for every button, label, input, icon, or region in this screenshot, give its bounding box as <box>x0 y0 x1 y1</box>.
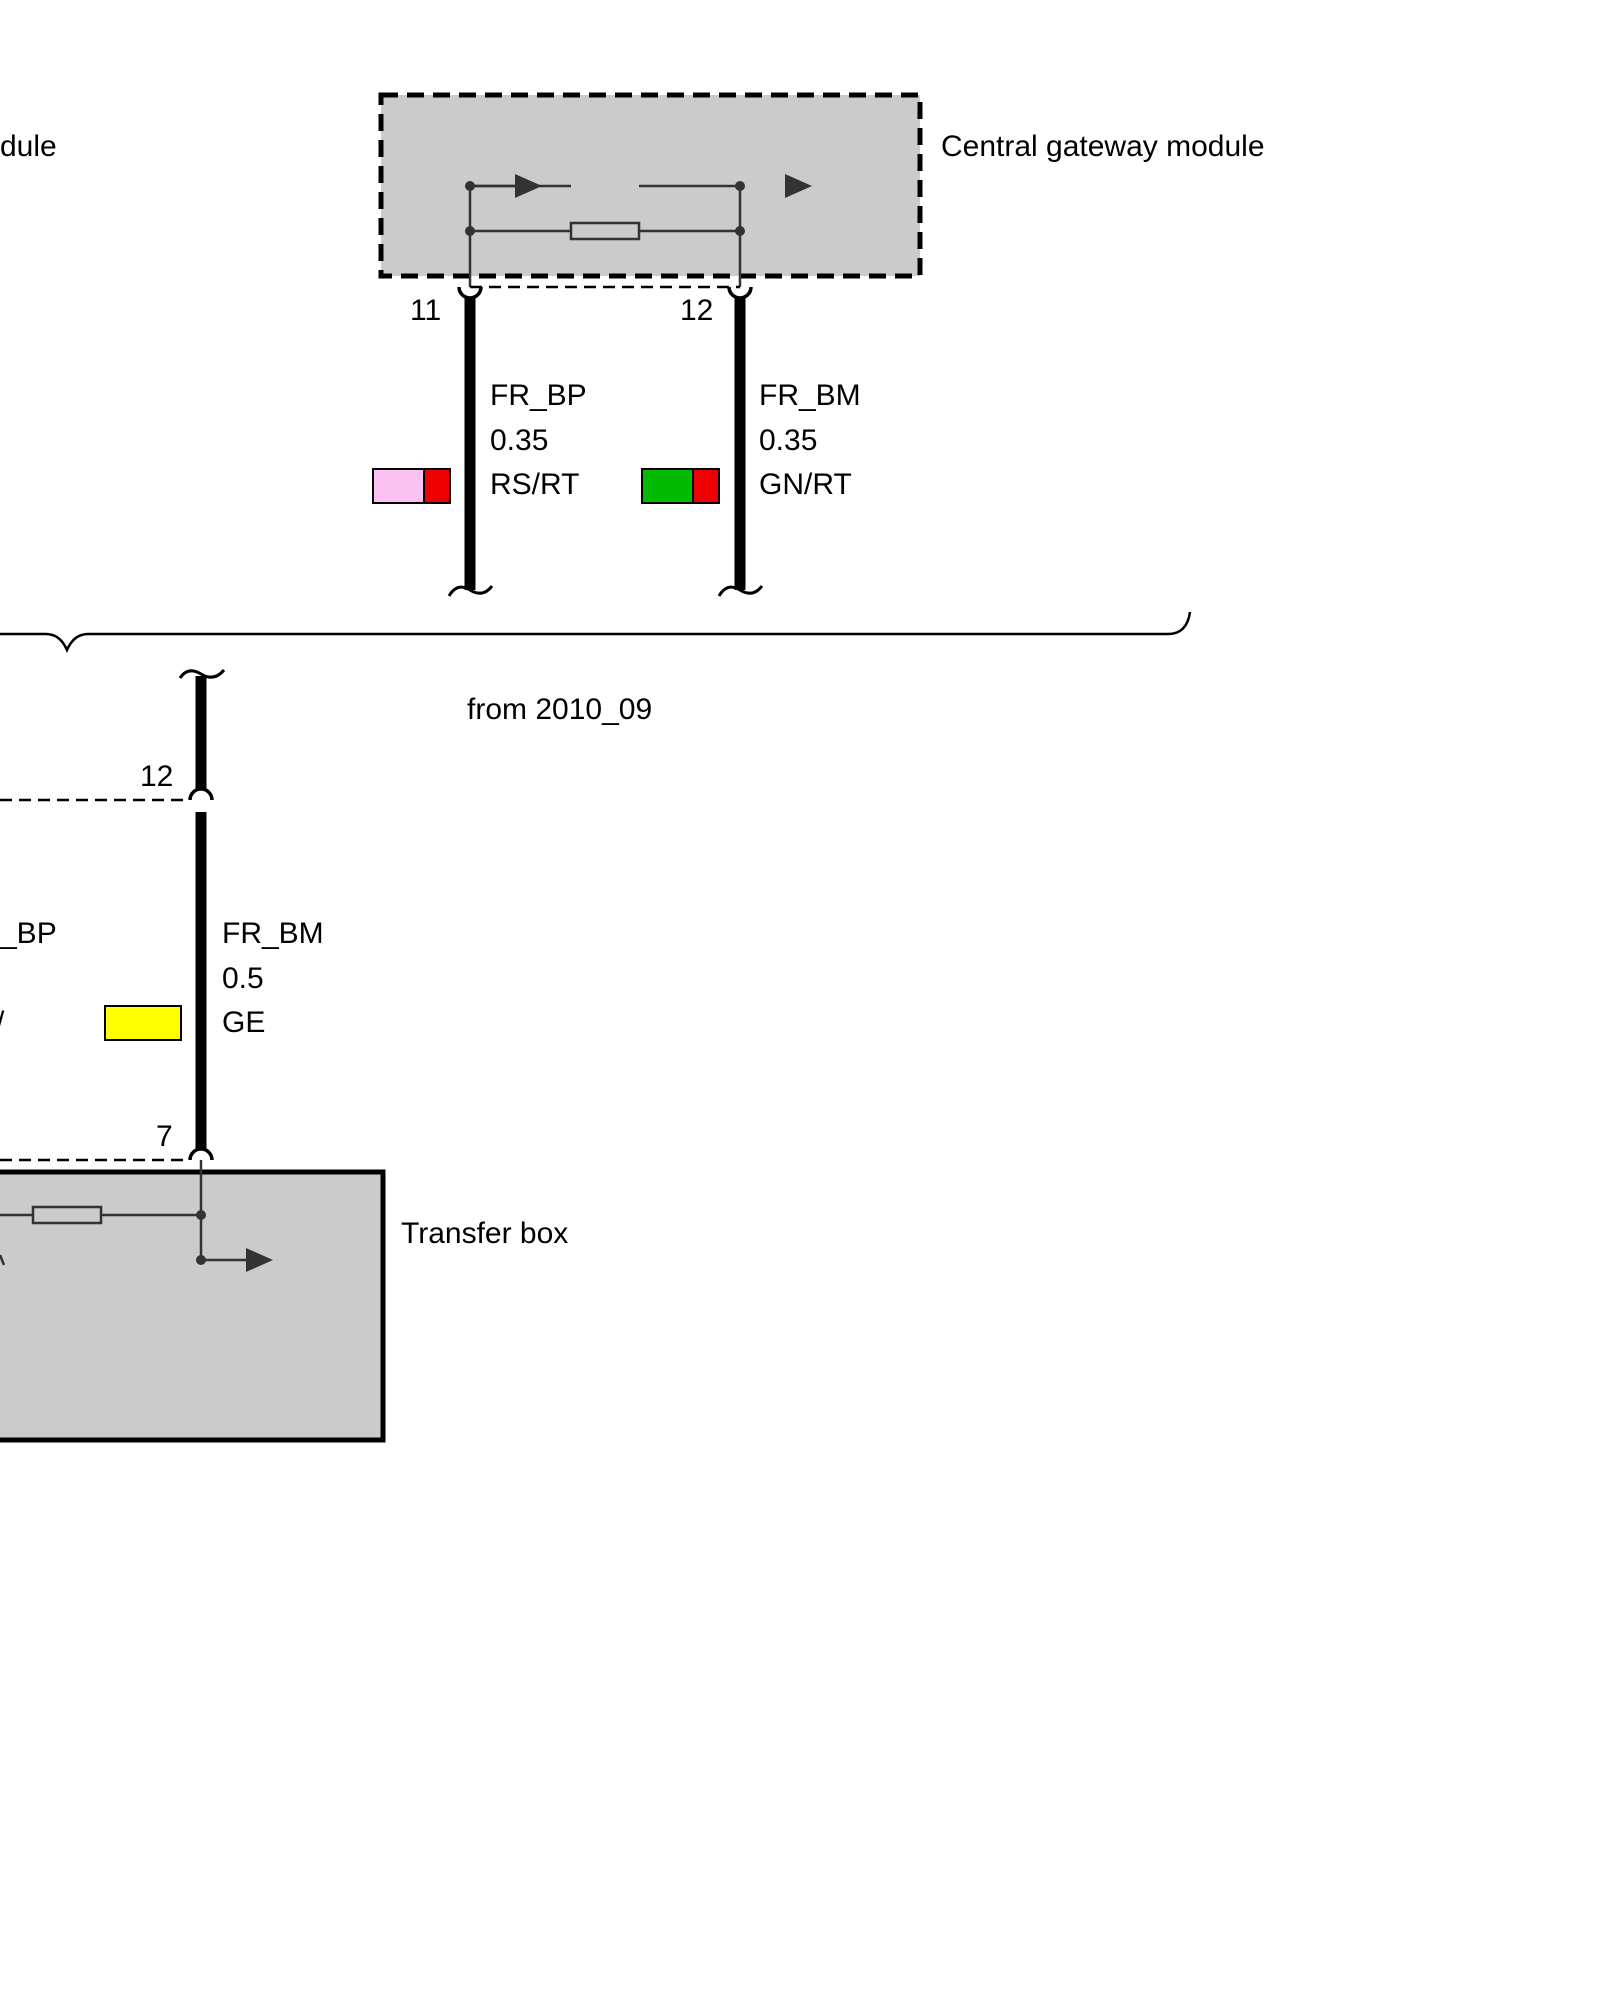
variant-brace <box>0 611 1192 654</box>
central-gateway-module: Central gateway module <box>378 92 1265 287</box>
wire-color-swatch-ge <box>104 1005 182 1041</box>
cgm-resistor <box>569 221 641 241</box>
wire-fr-bp-cgm-break <box>447 585 494 597</box>
cgm-arrow-right-icon <box>785 174 812 198</box>
tb-pin-7-number: 7 <box>156 1120 173 1153</box>
left-module-label: dule <box>0 130 57 163</box>
cgm-arrow-left-icon <box>515 174 542 198</box>
central-gateway-module-label: Central gateway module <box>941 130 1265 163</box>
transfer-box-label: Transfer box <box>401 1217 568 1250</box>
tb-arrow-icon <box>246 1248 273 1272</box>
wire-size: 0.5 <box>222 962 264 995</box>
wire-color-code: GE <box>222 1006 265 1039</box>
tb-node <box>196 1255 206 1265</box>
variant-label: from 2010_09 <box>467 693 652 726</box>
tb-resistor <box>31 1205 103 1225</box>
wire-fr-bm-cgm-break <box>717 585 764 597</box>
wire-size: 0.35 <box>759 424 817 457</box>
cgm-pin-12-number: 12 <box>680 294 713 327</box>
wire-color-code: RS/RT <box>490 468 579 501</box>
cgm-pin-11-number: 11 <box>410 294 441 327</box>
cgm-node <box>735 181 745 191</box>
cgm-node <box>465 226 475 236</box>
transfer-box-module: Transfer box <box>0 1160 568 1443</box>
wire-label-fr-bp-tb-partial: _BP / <box>0 917 57 1039</box>
wire-label-fr-bm-tb: FR_BM 0.5 GE <box>104 917 324 1041</box>
wire-signal: FR_BP <box>490 379 587 412</box>
wire-label-fr-bm-cgm: FR_BM 0.35 GN/RT <box>641 379 861 504</box>
wire-label-fr-bp-cgm: FR_BP 0.35 RS/RT <box>372 379 587 504</box>
wire-color-code: GN/RT <box>759 468 852 501</box>
wire-signal: _BP <box>0 917 57 950</box>
tb-node <box>196 1210 206 1220</box>
wire-fr-bm-tb-break <box>178 668 226 679</box>
wire-signal: FR_BM <box>222 917 324 950</box>
cgm-node <box>735 226 745 236</box>
wire-signal: FR_BM <box>759 379 861 412</box>
cgm-pin-11-hook <box>457 286 483 300</box>
tb-pin-7-hook <box>188 1147 214 1161</box>
tb-pin-12-number: 12 <box>140 760 173 793</box>
cgm-pin-12-hook <box>727 286 753 300</box>
tb-pin-12-hook <box>188 787 214 801</box>
wire-color-swatch-rs <box>372 468 425 504</box>
wire-size: 0.35 <box>490 424 548 457</box>
wire-color-swatch-rt <box>423 468 451 504</box>
cgm-node <box>465 181 475 191</box>
wire-color-swatch-rt <box>692 468 720 504</box>
wire-color-swatch-gn <box>641 468 694 504</box>
wire-color-code: / <box>0 1006 5 1039</box>
